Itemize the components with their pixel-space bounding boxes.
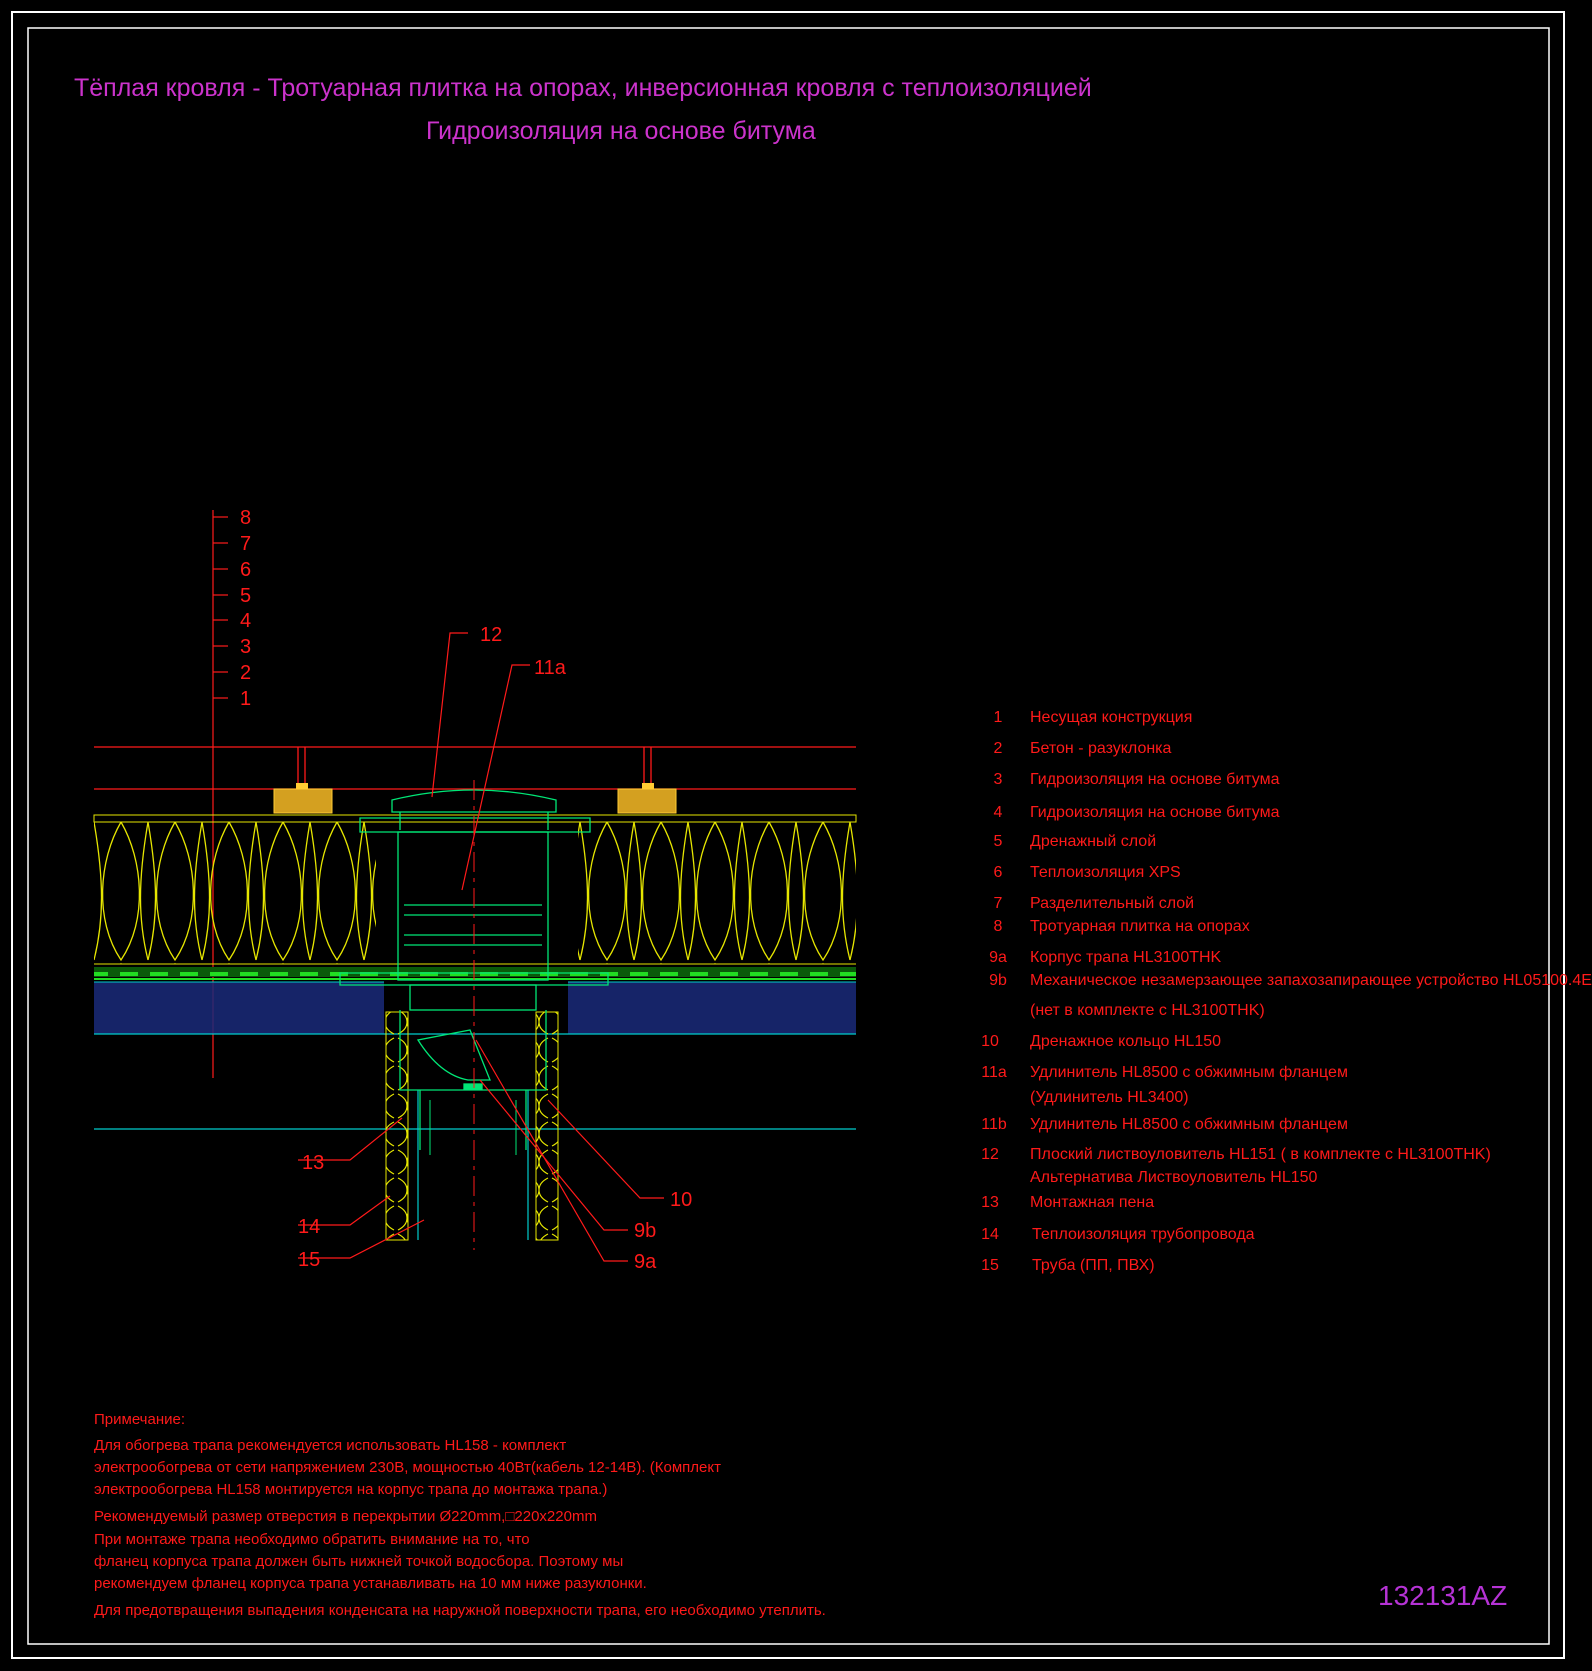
- waterproofing-membranes: [94, 967, 856, 980]
- callout-9a: 9a: [634, 1251, 657, 1273]
- legend-num: 2: [993, 740, 1003, 757]
- legend-text: Несущая конструкция: [1030, 709, 1193, 726]
- callout-labels: 12 11a 13 14 15 10 9b 9a: [298, 624, 692, 1273]
- legend-num: 6: [993, 864, 1003, 881]
- paving-layer: [93, 746, 857, 823]
- pipe-assembly: [385, 1011, 559, 1241]
- roof-drain-body: [339, 789, 609, 1150]
- legend-text: Теплоизоляция трубопровода: [1032, 1226, 1255, 1243]
- legend-text: Механическое незамерзающее запахозапираю…: [1030, 972, 1592, 989]
- legend-text: Гидроизоляция на основе битума: [1030, 804, 1280, 821]
- note-line: Для обогрева трапа рекомендуется использ…: [94, 1437, 567, 1454]
- callout-15: 15: [298, 1249, 320, 1271]
- legend-num: 15: [981, 1257, 999, 1274]
- legend-text: (Удлинитель HL3400): [1030, 1089, 1189, 1106]
- notes-heading: Примечание:: [94, 1411, 185, 1428]
- legend-num: 9b: [989, 972, 1007, 989]
- legend-text: Тротуарная плитка на опорах: [1030, 918, 1250, 935]
- legend-text: (нет в комплекте с HL3100THK): [1030, 1002, 1265, 1019]
- layer-scale-labels: 8 7 6 5 4 3 2 1: [240, 507, 251, 710]
- legend-text: Монтажная пена: [1030, 1194, 1155, 1211]
- legend-num: 4: [993, 804, 1003, 821]
- note-line: Рекомендуемый размер отверстия в перекры…: [94, 1508, 597, 1525]
- title-line-2: Гидроизоляция на основе битума: [426, 117, 816, 145]
- layer-label-3: 3: [240, 636, 251, 658]
- layer-label-6: 6: [240, 559, 251, 581]
- callout-9b: 9b: [634, 1220, 656, 1242]
- callout-11a: 11a: [534, 657, 567, 679]
- legend-text: Дренажное кольцо HL150: [1030, 1033, 1222, 1050]
- callout-10: 10: [670, 1189, 692, 1211]
- note-line: Для предотвращения выпадения конденсата …: [94, 1602, 826, 1619]
- legend-text: Удлинитель HL8500 с обжимным фланцем: [1030, 1064, 1348, 1081]
- leader-lines: [298, 632, 664, 1262]
- note-line: электрообогрева от сети напряжением 230В…: [94, 1459, 721, 1476]
- legend-text: Удлинитель HL8500 с обжимным фланцем: [1030, 1116, 1348, 1133]
- legend-num: 5: [993, 833, 1003, 850]
- note-line: При монтаже трапа необходимо обратить вн…: [94, 1531, 530, 1548]
- note-line: электрообогрева HL158 монтируется на кор…: [94, 1481, 608, 1498]
- legend-num: 7: [993, 895, 1003, 912]
- legend-num: 14: [981, 1226, 999, 1243]
- callout-14: 14: [298, 1216, 320, 1238]
- callout-12: 12: [480, 624, 502, 646]
- layer-label-5: 5: [240, 585, 251, 607]
- legend-text: Корпус трапа HL3100THK: [1030, 949, 1222, 966]
- legend-num: 11b: [981, 1116, 1007, 1133]
- legend-text: Разделительный слой: [1030, 895, 1195, 912]
- legend-num: 12: [981, 1146, 999, 1163]
- legend-num: 9a: [989, 949, 1007, 966]
- title-line-1: Тёплая кровля - Тротуарная плитка на опо…: [74, 74, 1092, 102]
- legend-num: 11a: [981, 1064, 1007, 1081]
- legend-num: 3: [993, 771, 1003, 788]
- legend-text: Теплоизоляция XPS: [1030, 864, 1181, 881]
- xps-insulation: [94, 822, 856, 965]
- layer-label-7: 7: [240, 533, 251, 555]
- legend-num: 1: [993, 709, 1003, 726]
- legend-text: Плоский листвоуловитель HL151 ( в компле…: [1030, 1146, 1491, 1163]
- legend-num: 8: [993, 918, 1003, 935]
- callout-13: 13: [302, 1152, 324, 1174]
- legend-text: Бетон - разуклонка: [1030, 740, 1172, 757]
- note-line: фланец корпуса трапа должен быть нижней …: [94, 1553, 624, 1570]
- note-line: рекомендуем фланец корпуса трапа устанав…: [94, 1575, 647, 1592]
- layer-label-8: 8: [240, 507, 251, 529]
- legend-text: Альтернатива Листвоуловитель HL150: [1030, 1169, 1318, 1186]
- legend-num: 13: [981, 1194, 999, 1211]
- legend-num: 10: [981, 1033, 999, 1050]
- legend-text: Гидроизоляция на основе битума: [1030, 771, 1280, 788]
- legend-text: Дренажный слой: [1030, 833, 1157, 850]
- drawing-code: 132131AZ: [1378, 1580, 1508, 1611]
- legend-text: Труба (ПП, ПВХ): [1032, 1257, 1155, 1274]
- layer-label-1: 1: [240, 688, 251, 710]
- layer-label-4: 4: [240, 610, 251, 632]
- concrete-slope: [94, 981, 856, 1130]
- layer-label-2: 2: [240, 662, 251, 684]
